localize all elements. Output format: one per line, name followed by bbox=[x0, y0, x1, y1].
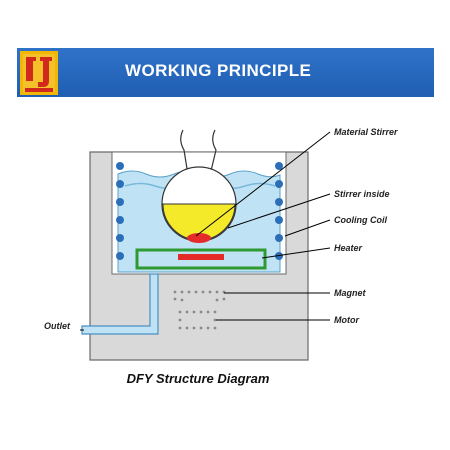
heater-plate bbox=[135, 248, 267, 270]
leader-lines bbox=[80, 131, 331, 331]
cooling-coil-left bbox=[116, 162, 124, 260]
cooling-coil-right bbox=[275, 162, 283, 260]
brand-logo-icon bbox=[20, 51, 58, 95]
diagram-caption: DFY Structure Diagram bbox=[127, 371, 270, 386]
label-cooling-coil: Cooling Coil bbox=[334, 215, 387, 225]
outlet-pipe bbox=[81, 273, 159, 335]
header-banner: WORKING PRINCIPLE bbox=[17, 48, 434, 97]
page-title: WORKING PRINCIPLE bbox=[125, 61, 312, 80]
label-stirrer-inside: Stirrer inside bbox=[334, 189, 390, 199]
motor-dots bbox=[178, 310, 217, 330]
stirrer-rod-right bbox=[209, 129, 217, 176]
label-material-stirrer: Material Stirrer bbox=[334, 127, 398, 137]
heater-element bbox=[178, 254, 224, 260]
magnet-dots bbox=[173, 290, 226, 302]
label-outlet: Outlet bbox=[44, 321, 71, 331]
label-heater: Heater bbox=[334, 243, 363, 253]
label-magnet: Magnet bbox=[334, 288, 367, 298]
stirrer-rod-left bbox=[180, 129, 189, 176]
label-motor: Motor bbox=[334, 315, 359, 325]
stir-bar bbox=[187, 233, 211, 243]
